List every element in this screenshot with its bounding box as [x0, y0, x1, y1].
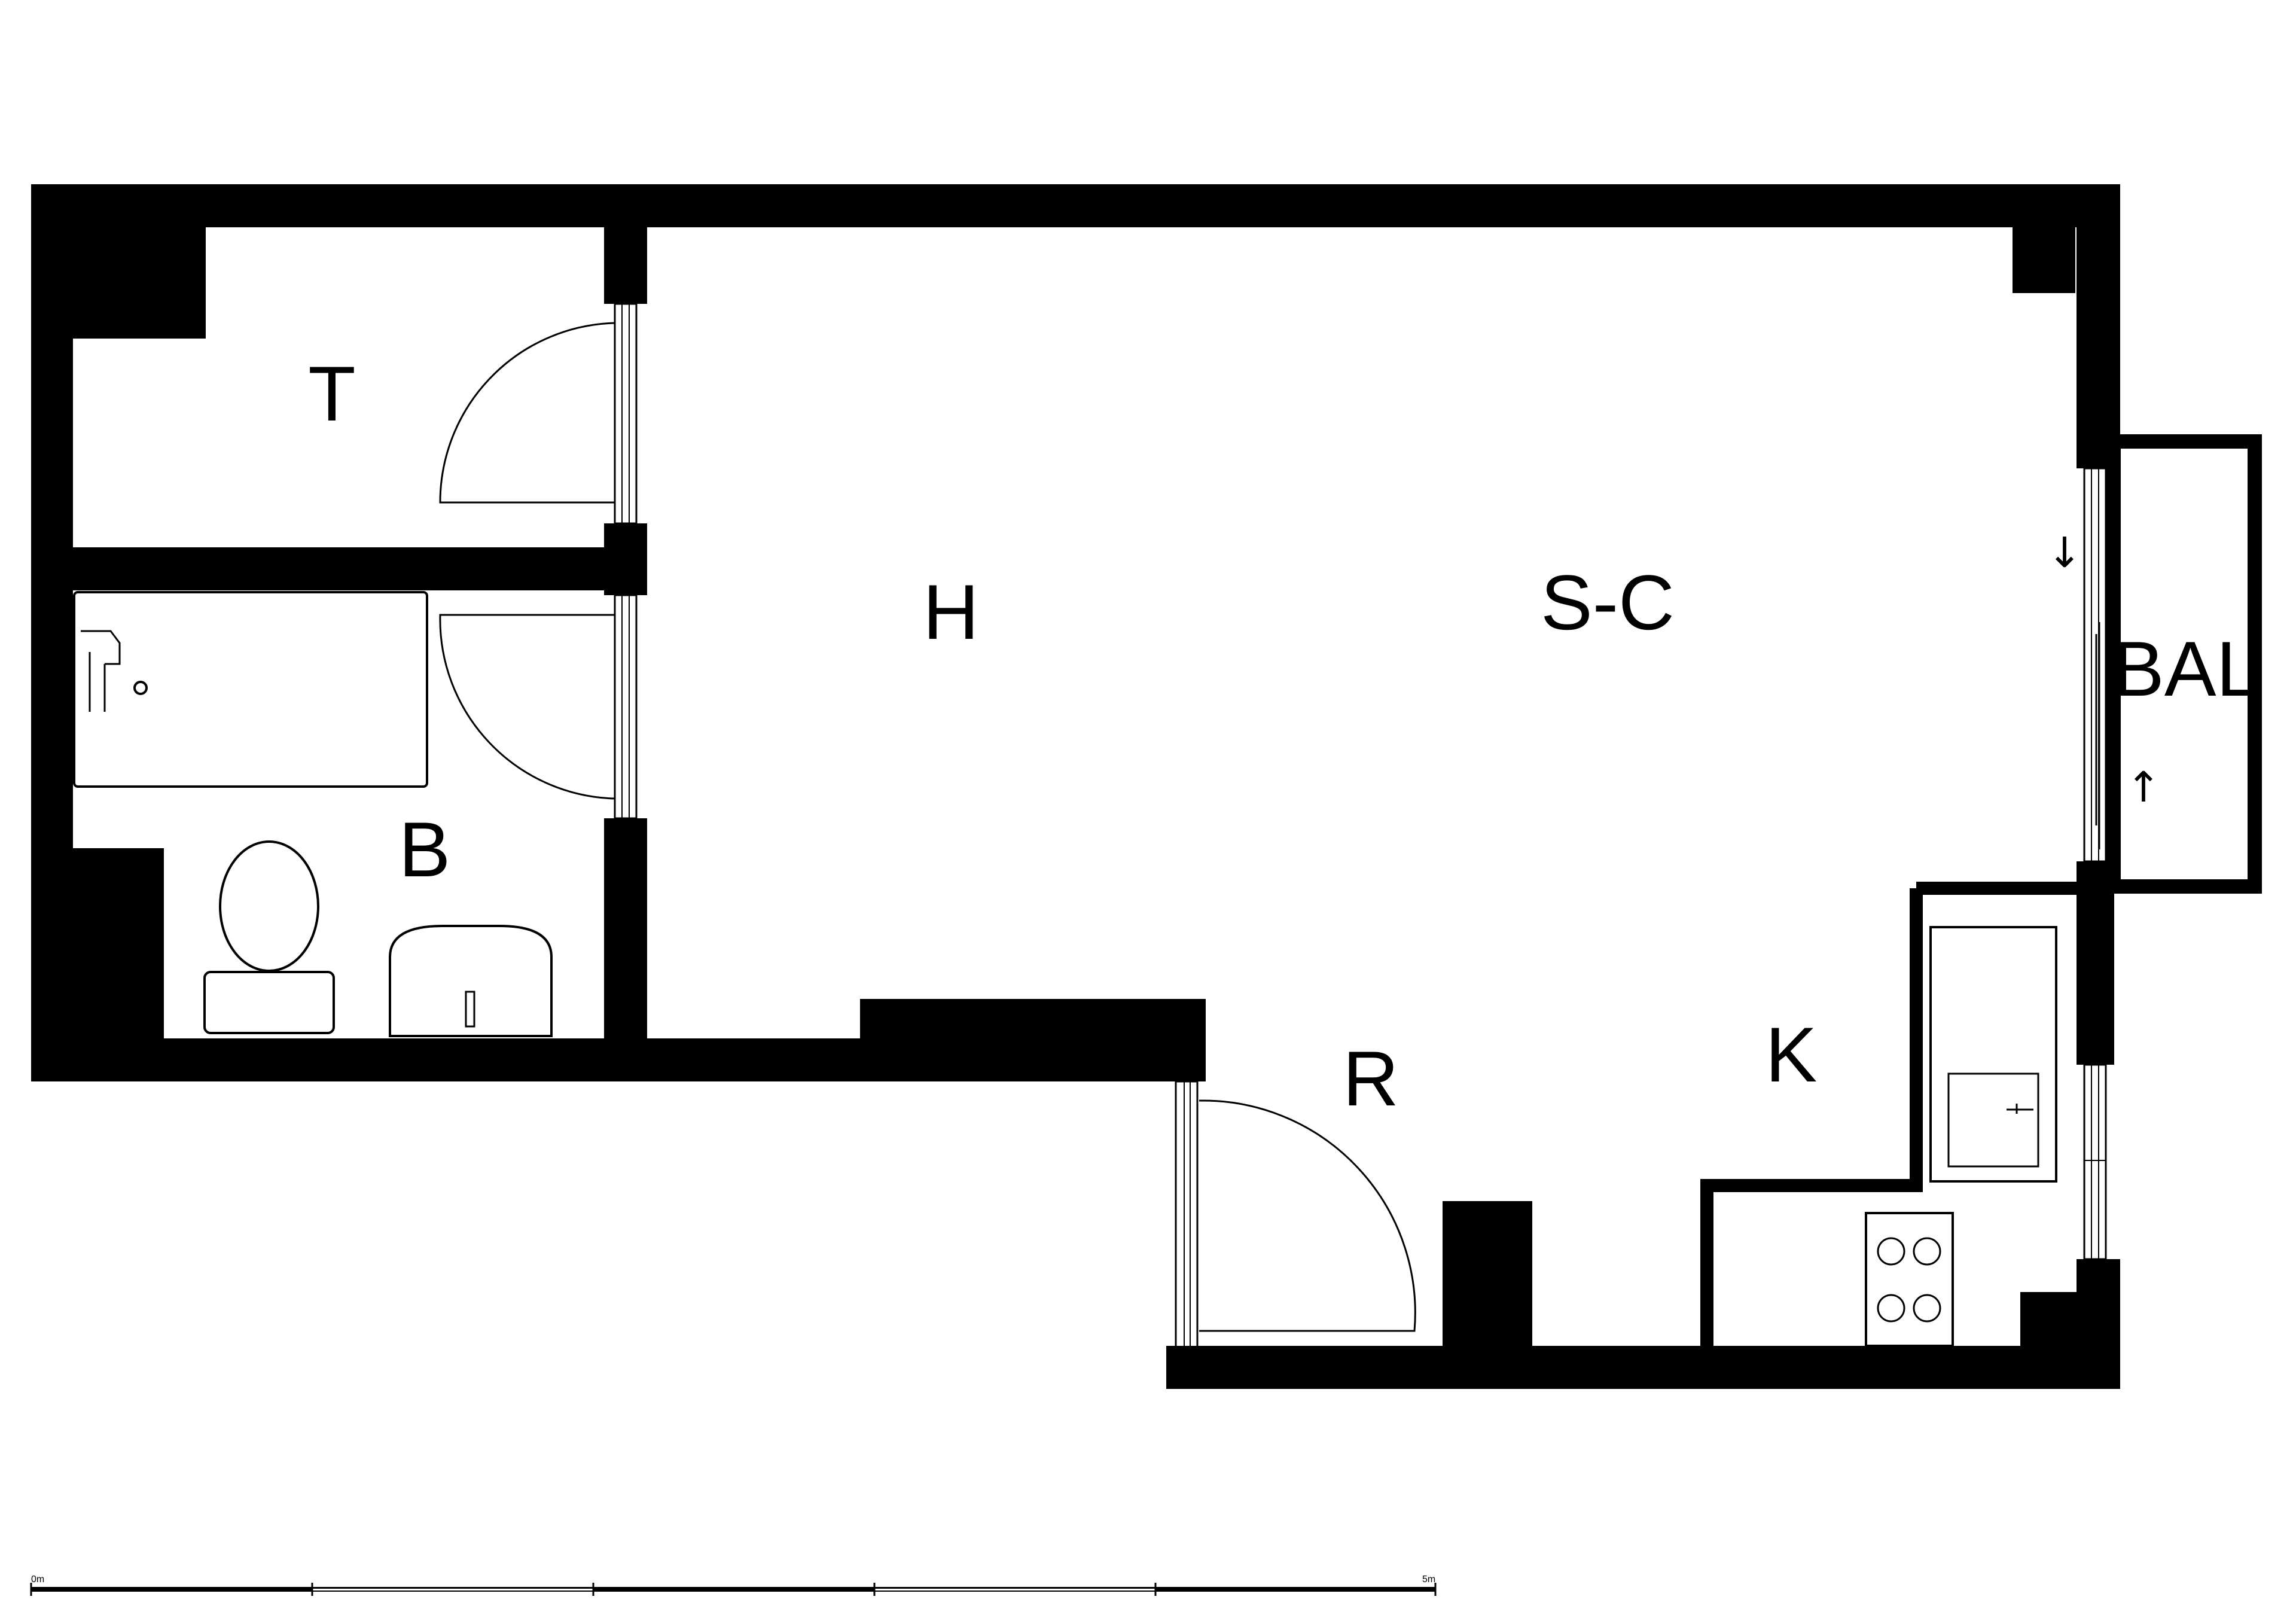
kitchen-window	[2083, 1064, 2107, 1260]
walls	[31, 184, 2120, 1389]
balcony-door-arrows: ↓ ↑	[2047, 528, 2161, 812]
toilet-bowl	[203, 840, 335, 1034]
entry-door	[1175, 1080, 1416, 1352]
room-label-living-kitchen: S-C	[1541, 559, 1675, 646]
kitchen-sink	[1947, 1072, 2039, 1168]
scale-end-label: 5m	[1422, 1574, 1435, 1585]
scale-start-label: 0m	[31, 1574, 44, 1585]
arrow-up-icon: ↑	[2126, 763, 2161, 812]
bathroom-door	[439, 594, 638, 819]
kitchen-partition	[1700, 882, 2081, 1352]
kitchen-hob	[1865, 1212, 1954, 1347]
room-label-balcony: BAL	[2112, 625, 2260, 712]
room-label-bathroom: B	[399, 806, 451, 893]
room-labels: T B H S-C BAL R K	[308, 350, 2260, 1122]
toilet-door	[439, 303, 638, 525]
room-label-entry: R	[1343, 1035, 1399, 1122]
room-label-hall: H	[923, 568, 979, 656]
room-label-kitchen: K	[1766, 1011, 1818, 1098]
kitchen-counter	[1929, 926, 2057, 1183]
room-label-toilet: T	[308, 350, 355, 437]
scale-bar: 0m 5m	[30, 1574, 1437, 1596]
balcony-door	[2083, 467, 2107, 863]
balcony-outline	[2106, 434, 2262, 894]
arrow-down-icon: ↓	[2047, 528, 2082, 577]
washbasin	[389, 925, 553, 1037]
bathtub	[73, 591, 428, 788]
